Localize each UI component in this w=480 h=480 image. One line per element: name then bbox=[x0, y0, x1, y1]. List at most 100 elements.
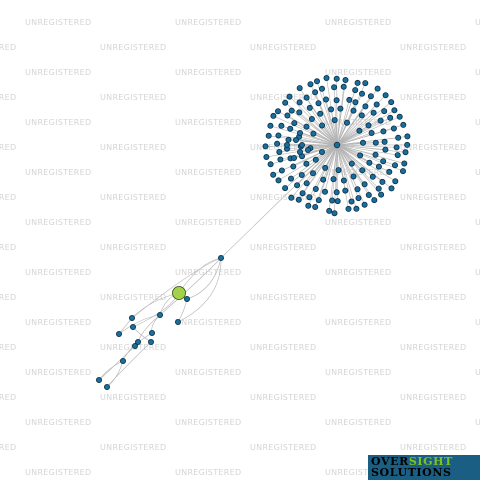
hub-leaf-node bbox=[329, 197, 336, 204]
hub-edge bbox=[336, 144, 382, 195]
hub-leaf-node bbox=[283, 141, 290, 148]
graph-edge bbox=[118, 314, 161, 335]
hub-leaf-node bbox=[331, 84, 338, 91]
hub-edge bbox=[316, 81, 338, 146]
hub-leaf-node bbox=[296, 148, 303, 155]
hub-edge bbox=[333, 87, 338, 146]
hub-leaf-node bbox=[288, 194, 295, 201]
hub-leaf-node bbox=[346, 96, 353, 103]
hub-edge bbox=[336, 144, 376, 156]
hub-leaf-node bbox=[354, 79, 361, 86]
hub-leaf-node bbox=[343, 119, 350, 126]
hub-leaf-node bbox=[326, 207, 333, 214]
hub-edge bbox=[325, 99, 338, 146]
hub-center-node bbox=[333, 141, 341, 149]
hub-leaf-node bbox=[367, 93, 374, 100]
hub-leaf-node bbox=[374, 85, 381, 92]
logo-word-sight: SIGHT bbox=[408, 455, 453, 468]
hub-edge bbox=[336, 144, 354, 177]
hub-edge bbox=[336, 144, 386, 150]
hub-leaf-node bbox=[285, 136, 292, 143]
hub-leaf-node bbox=[399, 168, 406, 175]
hub-leaf-node bbox=[401, 160, 408, 167]
hub-leaf-node bbox=[318, 85, 325, 92]
hub-leaf-node bbox=[310, 130, 317, 137]
hub-leaf-node bbox=[365, 122, 372, 129]
hub-leaf-node bbox=[345, 205, 352, 212]
hub-edge bbox=[336, 144, 358, 190]
hub-leaf-node bbox=[275, 177, 282, 184]
hub-leaf-node bbox=[373, 101, 380, 108]
hub-leaf-node bbox=[355, 195, 362, 202]
hub-edge bbox=[336, 108, 341, 146]
hub-leaf-node bbox=[306, 104, 313, 111]
hub-leaf-node bbox=[304, 146, 311, 153]
hub-leaf-node bbox=[322, 96, 329, 103]
hub-leaf-node bbox=[303, 123, 310, 130]
chain-node bbox=[104, 383, 111, 390]
hub-edge bbox=[270, 125, 338, 146]
hub-leaf-node bbox=[333, 97, 340, 104]
chain-node bbox=[129, 323, 136, 330]
hub-edge bbox=[313, 133, 338, 146]
hub-leaf-node bbox=[270, 112, 277, 119]
hub-leaf-node bbox=[296, 109, 303, 116]
hub-leaf-node bbox=[291, 120, 298, 127]
hub-leaf-node bbox=[372, 151, 379, 158]
hub-to-chain-edge bbox=[220, 144, 338, 259]
hub-leaf-node bbox=[353, 205, 360, 212]
chain-node bbox=[131, 342, 138, 349]
logo-line-1: OVERSIGHT bbox=[371, 456, 453, 468]
hub-leaf-node bbox=[282, 185, 289, 192]
hub-leaf-node bbox=[380, 128, 387, 135]
hub-edge bbox=[312, 144, 338, 174]
hub-leaf-node bbox=[400, 121, 407, 128]
hub-leaf-node bbox=[362, 80, 369, 87]
graph-edge bbox=[177, 298, 188, 323]
hub-leaf-node bbox=[331, 210, 338, 217]
hub-edge bbox=[336, 137, 399, 146]
hub-leaf-node bbox=[352, 87, 359, 94]
hub-leaf-node bbox=[296, 129, 303, 136]
hub-leaf-node bbox=[278, 122, 285, 129]
hub-leaf-node bbox=[369, 173, 376, 180]
hub-leaf-node bbox=[278, 167, 285, 174]
hub-leaf-node bbox=[312, 156, 319, 163]
hub-leaf-node bbox=[277, 156, 284, 163]
hub-leaf-node bbox=[368, 129, 375, 136]
hub-edge bbox=[319, 113, 338, 146]
hub-leaf-node bbox=[358, 90, 365, 97]
hub-leaf-node bbox=[342, 77, 349, 84]
chain-node bbox=[174, 318, 181, 325]
hub-edge bbox=[336, 144, 404, 172]
hub-leaf-node bbox=[320, 176, 327, 183]
hub-edge bbox=[291, 110, 338, 146]
hub-leaf-node bbox=[282, 99, 289, 106]
hub-edge bbox=[336, 144, 396, 182]
hub-edge bbox=[336, 144, 345, 181]
hub-leaf-node bbox=[390, 125, 397, 132]
hub-leaf-node bbox=[350, 107, 357, 114]
chain-node bbox=[96, 376, 103, 383]
chain-node bbox=[156, 311, 163, 318]
hub-leaf-node bbox=[267, 161, 274, 168]
hub-edge bbox=[299, 102, 338, 146]
hub-leaf-node bbox=[404, 141, 411, 148]
hub-leaf-node bbox=[396, 113, 403, 120]
hub-leaf-node bbox=[372, 139, 379, 146]
hub-leaf-node bbox=[359, 139, 366, 146]
hub-edge bbox=[311, 118, 338, 146]
hub-leaf-node bbox=[270, 171, 277, 178]
hub-leaf-node bbox=[296, 85, 303, 92]
hub-edge bbox=[336, 104, 377, 146]
hub-leaf-node bbox=[315, 100, 322, 107]
hub-leaf-node bbox=[361, 181, 368, 188]
hub-leaf-node bbox=[350, 173, 357, 180]
hub-leaf-node bbox=[388, 99, 395, 106]
hub-edge bbox=[315, 144, 338, 161]
chain-node bbox=[116, 330, 123, 337]
chain-node bbox=[134, 338, 141, 345]
graph-edge bbox=[118, 317, 133, 335]
hub-edge bbox=[336, 112, 374, 146]
hub-leaf-node bbox=[330, 176, 337, 183]
